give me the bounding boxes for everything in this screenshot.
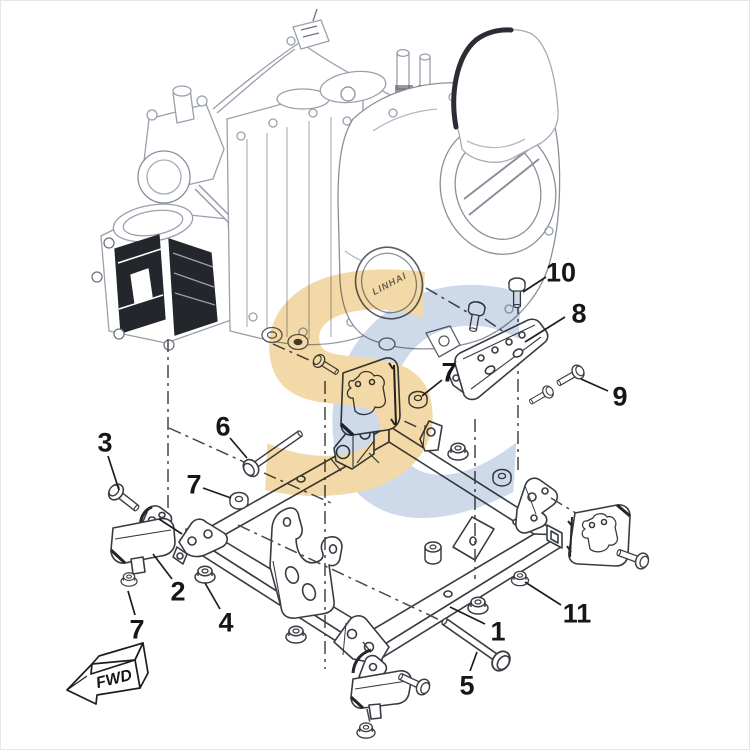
callout-7-leader — [421, 379, 443, 397]
rubber-mount-center — [339, 357, 401, 437]
callout-9-leader — [580, 378, 609, 392]
part9-bolt-a — [553, 362, 588, 391]
fwd-direction-arrow: FWD — [66, 642, 149, 705]
callout-6: 6 — [215, 412, 230, 442]
frame-small-bracket — [419, 420, 443, 452]
callout-8-leader — [524, 316, 566, 343]
frame-left-corner-bracket — [172, 518, 228, 565]
callout-7: 7 — [129, 615, 144, 645]
callout-10: 10 — [546, 258, 576, 288]
callout-3: 3 — [97, 428, 112, 458]
callout-3-leader — [107, 455, 120, 491]
callout-4: 4 — [218, 608, 233, 638]
engine-wiring-connector — [212, 8, 432, 116]
callout-5-leader — [469, 651, 478, 672]
callout-8: 8 — [571, 299, 586, 329]
part8-engine-bracket — [447, 318, 549, 401]
engine-cylinder-block — [91, 203, 235, 351]
callout-1: 1 — [490, 617, 505, 647]
engine-crankcase — [226, 48, 433, 346]
callout-7: 7 — [441, 358, 456, 388]
frame-nut-bottomright — [467, 596, 489, 615]
watermark-letter-c: C — [296, 221, 563, 597]
callout-11: 11 — [563, 599, 592, 629]
engine-brand-badge: LINHAI — [354, 246, 424, 320]
frame-right-plate — [452, 516, 495, 561]
callout-11-leader — [524, 581, 562, 606]
callout-4-leader — [204, 582, 221, 610]
frame-bottom-corner-bracket — [333, 615, 390, 665]
rubber-mount-bottom — [349, 648, 412, 720]
callout-10-leader — [522, 276, 547, 293]
engine-carburetor — [137, 85, 310, 304]
bottom-mount-nut — [356, 722, 376, 739]
part4-flange-nut — [194, 565, 216, 584]
frame-right-corner-bracket — [515, 477, 559, 534]
part7-washer-left — [229, 491, 249, 510]
callout-7: 7 — [186, 470, 201, 500]
callout-7-leader — [127, 590, 136, 616]
callout-6-leader — [229, 437, 248, 459]
hardware-parts — [104, 277, 652, 739]
watermark-logo: C S — [225, 207, 563, 598]
frame-center-plate — [269, 507, 343, 619]
callout-9: 9 — [612, 382, 627, 412]
callout-2: 2 — [170, 577, 185, 607]
part3-bolt — [104, 480, 144, 517]
callout-2-leader — [158, 518, 183, 535]
frame-nut-left — [285, 625, 307, 644]
mounting-frame — [172, 420, 563, 667]
engine-intake-duct — [451, 27, 559, 163]
rubber-mount-right — [566, 503, 631, 567]
callout-1-leader — [449, 606, 486, 625]
callout-5: 5 — [459, 671, 474, 701]
part7-nut-left — [120, 572, 138, 587]
callout-7-leader — [202, 487, 232, 499]
engine-illustration: LINHAI — [91, 8, 561, 358]
watermark-letter-s: S — [225, 207, 479, 570]
engine-mount-bosses — [261, 325, 461, 358]
part2-rubber-mount-left — [109, 505, 176, 575]
callout-2-leader — [152, 553, 173, 580]
